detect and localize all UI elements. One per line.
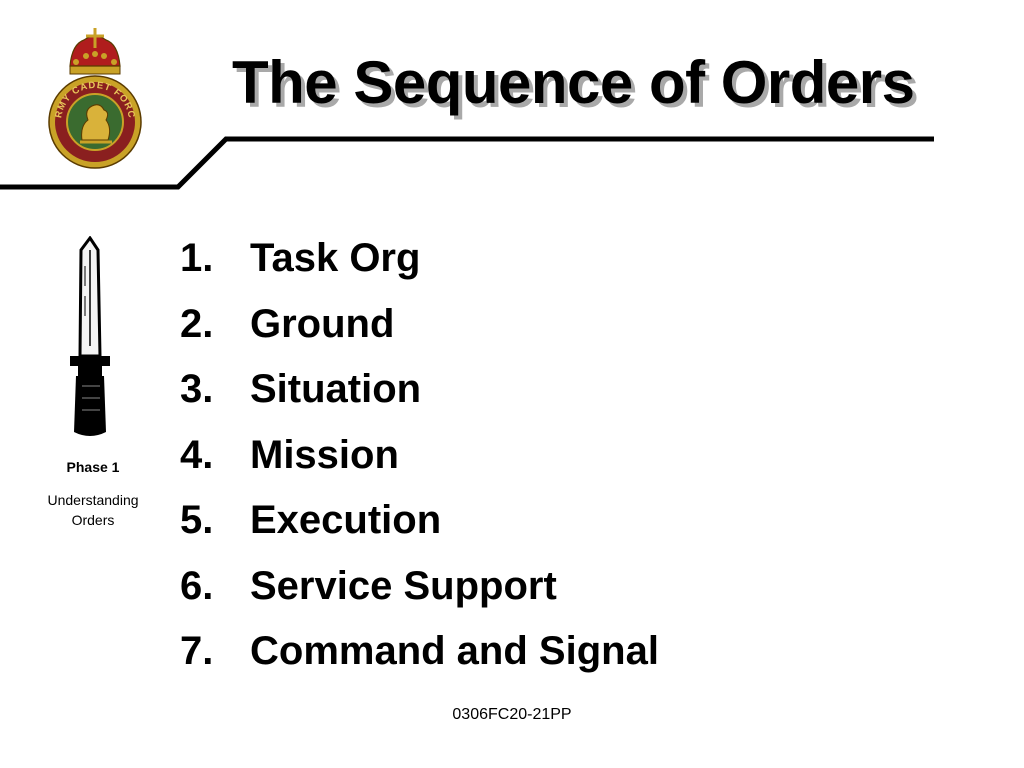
list-item: 1. Task Org bbox=[180, 226, 659, 292]
list-item-number: 7. bbox=[180, 629, 214, 674]
list-item-label: Execution bbox=[250, 498, 442, 543]
list-item-label: Situation bbox=[250, 367, 422, 412]
list-item-label: Service Support bbox=[250, 563, 557, 608]
list-item-label: Task Org bbox=[250, 236, 421, 281]
orders-sequence-list: 1. Task Org 2. Ground 3. Situation 4. Mi… bbox=[180, 226, 659, 685]
title-divider bbox=[0, 136, 934, 190]
lion-icon bbox=[80, 104, 112, 144]
phase-description-line1: Understanding bbox=[47, 492, 139, 508]
list-item-number: 1. bbox=[180, 236, 214, 281]
phase-description: Understanding Orders bbox=[20, 490, 166, 530]
crown-icon bbox=[69, 28, 121, 75]
slide-footer-code: 0306FC20-21PP bbox=[452, 706, 572, 723]
list-item: 2. Ground bbox=[180, 292, 659, 358]
list-item: 6. Service Support bbox=[180, 554, 659, 620]
list-item: 7. Command and Signal bbox=[180, 619, 659, 685]
list-item-number: 5. bbox=[180, 498, 214, 543]
list-item-label: Mission bbox=[250, 432, 399, 477]
list-item-number: 6. bbox=[180, 563, 214, 608]
list-item-label: Ground bbox=[250, 301, 395, 346]
phase-label: Phase 1 bbox=[66, 459, 120, 475]
list-item-number: 4. bbox=[180, 432, 214, 477]
list-item-label: Command and Signal bbox=[250, 629, 659, 674]
list-item: 5. Execution bbox=[180, 488, 659, 554]
bayonet-icon bbox=[70, 236, 110, 436]
army-cadet-force-crest-icon: ARMY CADET FORCE bbox=[40, 22, 142, 169]
phase-description-line2: Orders bbox=[71, 512, 115, 528]
list-item: 4. Mission bbox=[180, 423, 659, 489]
page-title: The Sequence of Orders bbox=[232, 49, 915, 116]
list-item: 3. Situation bbox=[180, 357, 659, 423]
list-item-number: 2. bbox=[180, 301, 214, 346]
list-item-number: 3. bbox=[180, 367, 214, 412]
